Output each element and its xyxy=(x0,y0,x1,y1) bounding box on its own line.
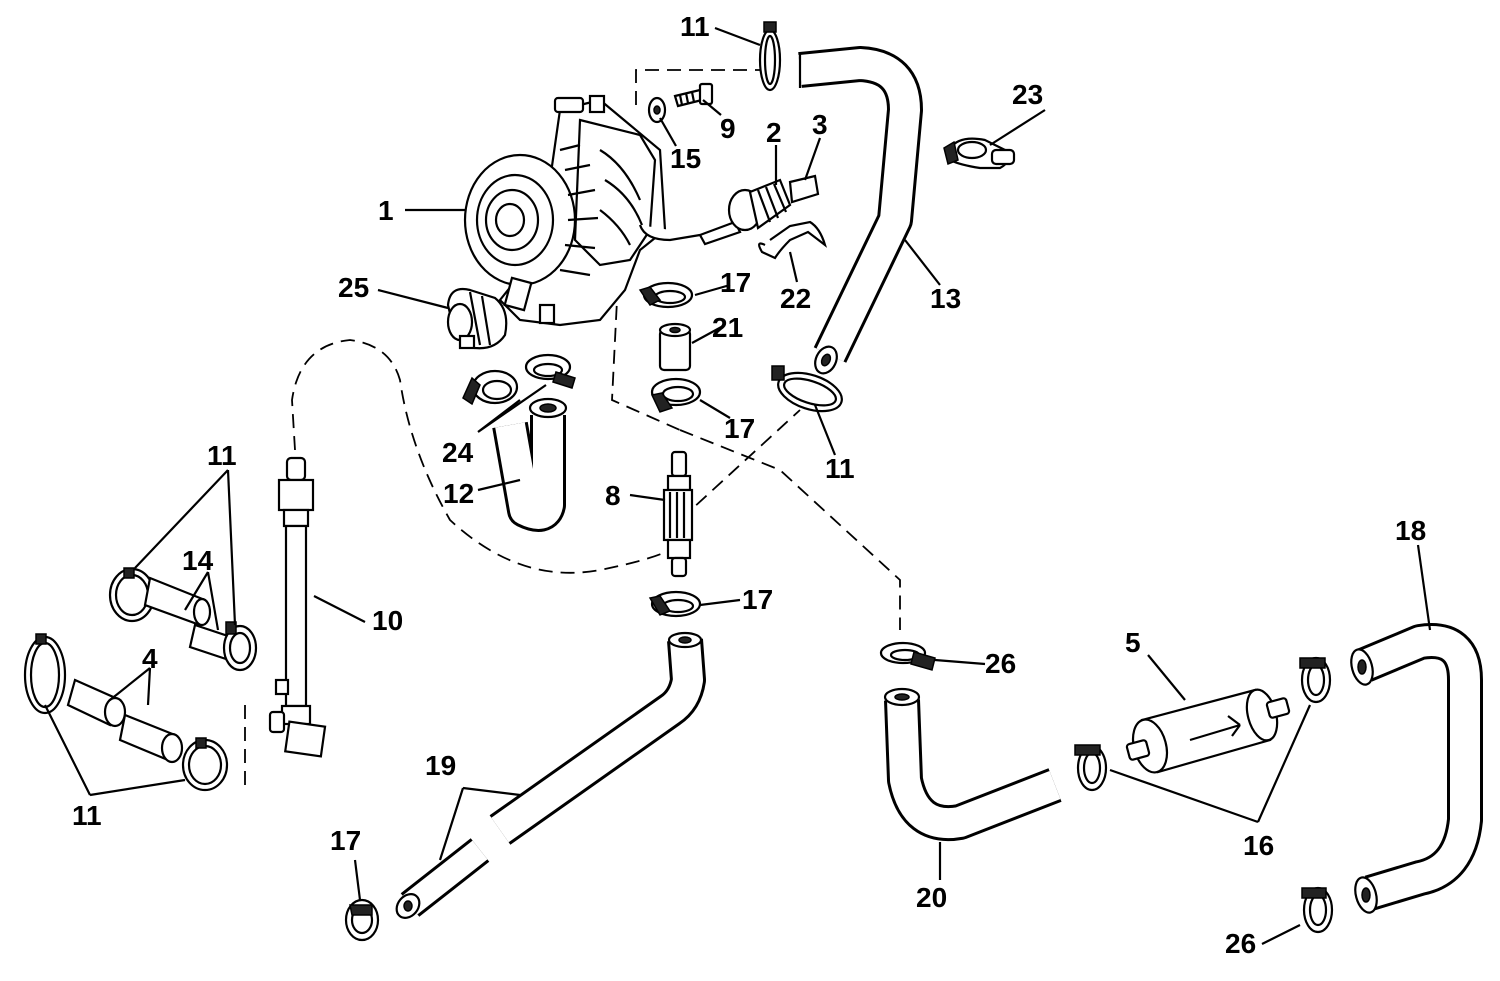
connector-21 xyxy=(658,322,692,372)
hose-18 xyxy=(1350,623,1483,914)
hose-12 xyxy=(492,397,568,532)
clamp-17-lower xyxy=(648,590,702,618)
fitting-8 xyxy=(662,450,694,578)
connector-4-assembly xyxy=(23,633,229,792)
callout-8: 8 xyxy=(605,480,621,511)
callout-2: 2 xyxy=(766,117,782,148)
callout-4: 4 xyxy=(142,643,158,674)
callout-17-d: 17 xyxy=(330,825,361,856)
callout-11-right: 11 xyxy=(825,453,855,484)
clamp-17-middle xyxy=(650,377,702,413)
callout-23: 23 xyxy=(1012,79,1043,110)
fitting-assembly xyxy=(698,174,820,246)
connector-14-assembly xyxy=(108,567,258,672)
callout-15: 15 xyxy=(670,143,701,174)
callout-11-top: 11 xyxy=(680,11,710,42)
callout-26-center: 26 xyxy=(985,648,1016,679)
leader-lines xyxy=(44,26,1432,945)
callout-25: 25 xyxy=(338,272,369,303)
callout-11-left-upper: 11 xyxy=(207,440,237,471)
callout-17-c: 17 xyxy=(742,584,773,615)
callout-1: 1 xyxy=(378,195,394,226)
fitting-10 xyxy=(268,456,327,758)
callout-20: 20 xyxy=(916,882,947,913)
fuel-pump xyxy=(463,94,701,327)
callout-3: 3 xyxy=(812,109,828,140)
hose-19 xyxy=(395,631,706,919)
callout-24: 24 xyxy=(442,437,474,468)
callout-16: 16 xyxy=(1243,830,1274,861)
callout-11-left-lower: 11 xyxy=(72,800,102,831)
callout-26-right: 26 xyxy=(1225,928,1256,959)
callout-17-b: 17 xyxy=(724,413,755,444)
callout-21: 21 xyxy=(712,312,743,343)
clamps-16 xyxy=(1074,656,1332,792)
hose-20 xyxy=(883,687,1062,842)
callout-10: 10 xyxy=(372,605,403,636)
clamp-17-top xyxy=(638,281,694,309)
clamps-24 xyxy=(462,353,576,406)
screw-and-washer xyxy=(647,82,714,124)
callout-5: 5 xyxy=(1125,627,1141,658)
wire-clip xyxy=(758,220,828,260)
callout-22: 22 xyxy=(780,283,811,314)
clamp-26-right xyxy=(1301,886,1334,934)
callout-17-a: 17 xyxy=(720,267,751,298)
clamp-26-center xyxy=(879,641,936,671)
callout-12: 12 xyxy=(443,478,474,509)
callout-18: 18 xyxy=(1395,515,1426,546)
clamp-11-right xyxy=(771,365,843,413)
callout-19: 19 xyxy=(425,750,456,781)
filter-cap xyxy=(446,287,508,350)
callout-9: 9 xyxy=(720,113,736,144)
clamp-11-top xyxy=(758,21,782,92)
callout-13: 13 xyxy=(930,283,961,314)
fuel-filter-5 xyxy=(1125,688,1291,774)
hose-13 xyxy=(798,46,923,375)
callout-14: 14 xyxy=(182,545,214,576)
callouts: 1 2 3 4 5 8 9 10 11 11 11 11 12 13 14 15… xyxy=(72,11,1426,959)
fitting-23 xyxy=(943,137,1016,170)
clamp-17-bottom xyxy=(344,898,380,942)
